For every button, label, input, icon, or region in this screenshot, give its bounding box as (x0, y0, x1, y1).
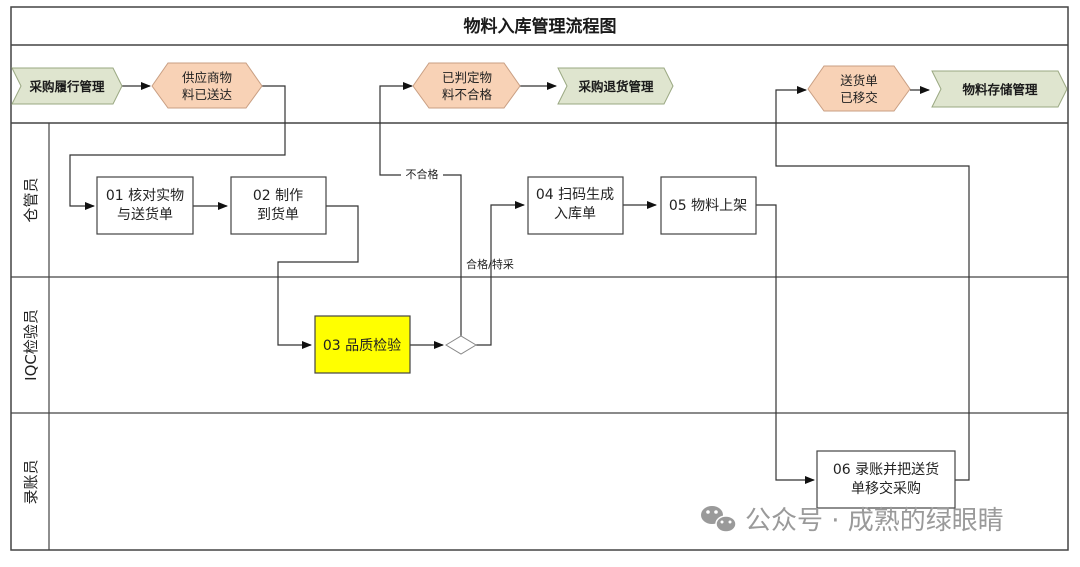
step-label-line2: 入库单 (554, 206, 596, 222)
edge-label-bg (401, 167, 443, 181)
lane-iqc: IQC检验员 (22, 309, 40, 381)
watermark: 公众号 · 成熟的绿眼睛 (701, 506, 1004, 536)
step-06[interactable]: 06 录账并把送货 单移交采购 (816, 450, 956, 509)
step-01[interactable]: 01 核对实物 与送货单 (96, 176, 194, 235)
step-02[interactable]: 02 制作 到货单 (230, 176, 327, 235)
step-label-line1: 03 品质检验 (323, 338, 401, 354)
step-label-line1: 05 物料上架 (669, 198, 747, 214)
step-03[interactable]: 03 品质检验 (314, 315, 411, 374)
event-label-line2: 料已送达 (182, 87, 233, 102)
event-ev1[interactable]: 供应商物 料已送达 (151, 62, 263, 109)
edge-s05-s06 (756, 204, 815, 484)
external-process-ext1[interactable]: 采购履行管理 (11, 67, 123, 105)
lane-warehouse: 仓管员 (22, 177, 40, 222)
event-label-line1: 已判定物 (442, 70, 492, 85)
edge-ev1-s01 (69, 85, 286, 210)
edge-label-fail: 不合格 (406, 167, 439, 181)
event-label-line2: 已移交 (840, 90, 878, 105)
event-label-line1: 供应商物 (182, 70, 232, 85)
watermark-text: 公众号 · 成熟的绿眼睛 (745, 506, 1004, 536)
external-process-label: 采购履行管理 (28, 79, 105, 94)
step-label-line2: 与送货单 (117, 206, 173, 223)
external-process-ext2[interactable]: 采购退货管理 (557, 67, 674, 105)
wechat-icon (701, 506, 737, 533)
external-process-label: 物料存储管理 (962, 82, 1038, 97)
step-label-line1: 02 制作 (253, 188, 303, 204)
external-process-ext3[interactable]: 物料存储管理 (931, 70, 1068, 108)
external-process-label: 采购退货管理 (577, 79, 654, 94)
step-label-line2: 到货单 (257, 206, 299, 223)
edge-s06-ev3 (775, 86, 970, 481)
diagram-title: 物料入库管理流程图 (464, 16, 617, 37)
event-label-line1: 送货单 (840, 73, 878, 88)
edge-label-pass: 合格/特采 (466, 257, 514, 271)
event-ev3[interactable]: 送货单 已移交 (807, 65, 911, 112)
lane-label-warehouse: 仓管员 (22, 177, 40, 222)
event-ev2[interactable]: 已判定物 料不合格 (412, 62, 521, 109)
step-label-line1: 06 录账并把送货 (833, 461, 939, 478)
lane-label-accounting: 录账员 (22, 459, 40, 504)
edge-s02-s03 (277, 205, 359, 349)
decision-quality[interactable] (445, 335, 477, 355)
step-05[interactable]: 05 物料上架 (660, 176, 757, 235)
step-label-line2: 单移交采购 (851, 480, 921, 497)
edge-decision-s04 (476, 201, 525, 346)
step-04[interactable]: 04 扫码生成 入库单 (527, 176, 624, 235)
step-label-line1: 01 核对实物 (106, 188, 184, 204)
edge-decision-ev2 (379, 82, 462, 337)
step-label-line1: 04 扫码生成 (536, 187, 614, 203)
event-label-line2: 料不合格 (442, 87, 493, 102)
lane-label-iqc: IQC检验员 (22, 309, 40, 381)
lane-accounting: 录账员 (22, 459, 40, 504)
